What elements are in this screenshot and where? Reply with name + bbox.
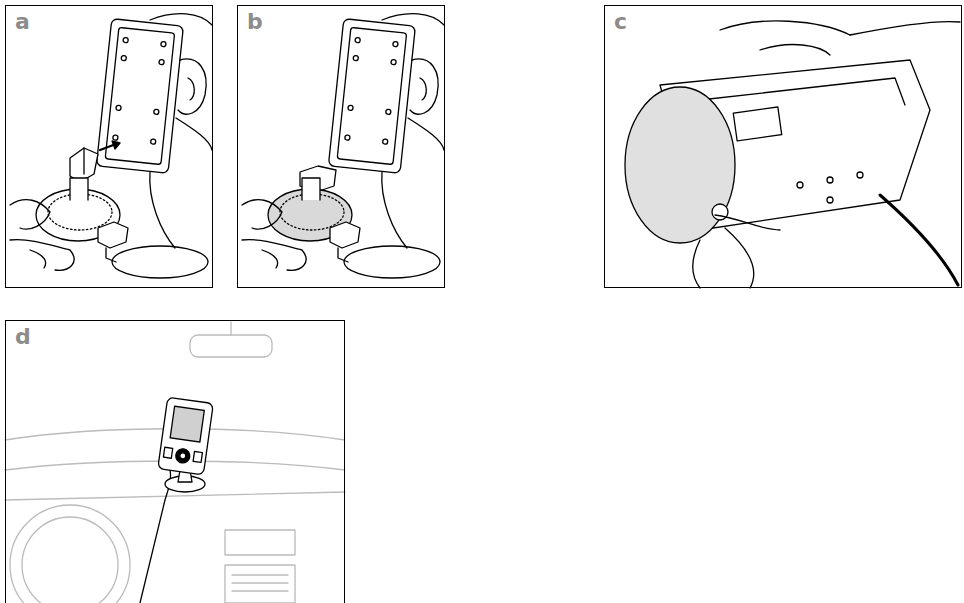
- step-letter: d: [15, 325, 31, 349]
- step-panel: d: [5, 320, 345, 603]
- step-panel: b: [237, 5, 445, 288]
- step-letter: c: [614, 10, 627, 34]
- windshield-mounted-view: [5, 322, 345, 603]
- step-letter: a: [15, 10, 30, 34]
- step-panel: c: [604, 5, 962, 288]
- holder-attach-step: [10, 14, 212, 278]
- step-letter: b: [247, 10, 263, 34]
- suction-release-step: [625, 21, 960, 288]
- step-panel: a: [5, 5, 213, 288]
- holder-locked-step: [242, 14, 444, 278]
